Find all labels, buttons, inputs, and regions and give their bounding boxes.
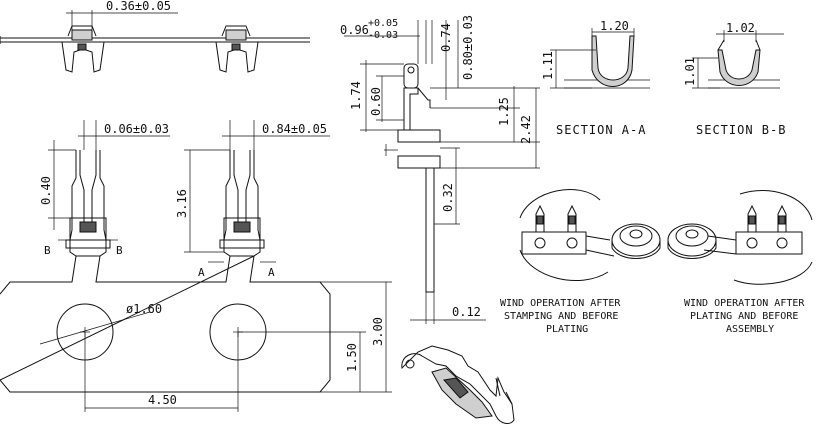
- caption-wind-right-1: WIND OPERATION AFTER: [684, 298, 805, 309]
- side-view: 0.96 +0.05 -0.03 0.74 0.80±0.03 1.74 0.6…: [340, 15, 540, 324]
- dim-side-060: 0.60: [369, 87, 383, 116]
- section-b-right: B: [116, 244, 123, 257]
- caption-wind-left-1: WIND OPERATION AFTER: [500, 298, 621, 309]
- caption-wind-left-3: PLATING: [546, 324, 588, 335]
- section-b-left: B: [44, 244, 51, 257]
- section-a-left: A: [198, 266, 205, 279]
- caption-wind-left-2: STAMPING AND BEFORE: [504, 311, 618, 322]
- wind-diagram-left: [519, 189, 661, 281]
- dim-side-242: 2.42: [519, 115, 533, 144]
- dim-top-gap: 0.36±0.05: [106, 0, 171, 13]
- dim-side-thickness: 0.96: [340, 23, 369, 37]
- dim-left-height: 0.40: [39, 176, 53, 205]
- section-b-title: SECTION B-B: [696, 123, 786, 137]
- dim-side-174: 1.74: [349, 81, 363, 110]
- section-a-right: A: [268, 266, 275, 279]
- dim-hole-dia: ø1.60: [126, 302, 162, 316]
- isometric-view: [401, 345, 515, 424]
- top-view-terminals: 0.36±0.05: [0, 0, 310, 73]
- dim-sec-a-width: 1.20: [600, 19, 629, 33]
- front-view-terminals: 0.06±0.03 0.84±0.05 0.40 3.16 B B A A: [0, 120, 392, 412]
- section-b: 1.02 1.01 SECTION B-B: [683, 21, 786, 137]
- dim-sec-b-height: 1.01: [683, 57, 697, 86]
- dim-sec-a-height: 1.11: [541, 51, 555, 80]
- dim-strip-height: 3.00: [371, 317, 385, 346]
- dim-right-height: 3.16: [175, 189, 189, 218]
- section-a-title: SECTION A-A: [556, 123, 646, 137]
- caption-wind-right-2: PLATING AND BEFORE: [690, 311, 798, 322]
- section-a: 1.20 1.11 SECTION A-A: [541, 19, 650, 137]
- dim-side-125: 1.25: [497, 97, 511, 126]
- dim-side-thickness-plus: +0.05: [368, 18, 398, 29]
- dim-right-width: 0.84±0.05: [262, 122, 327, 136]
- dim-side-012: 0.12: [452, 305, 481, 319]
- caption-wind-right-3: ASSEMBLY: [726, 324, 774, 335]
- wind-diagram-right: [667, 190, 813, 285]
- dim-side-032: 0.32: [441, 183, 455, 212]
- dim-left-width: 0.06±0.03: [104, 122, 169, 136]
- dim-side-thickness-minus: -0.03: [368, 30, 398, 41]
- dim-sec-b-width: 1.02: [726, 21, 755, 35]
- dim-side-080: 0.80±0.03: [461, 15, 475, 80]
- dim-hole-offset: 1.50: [345, 343, 359, 372]
- dim-pitch: 4.50: [148, 393, 177, 407]
